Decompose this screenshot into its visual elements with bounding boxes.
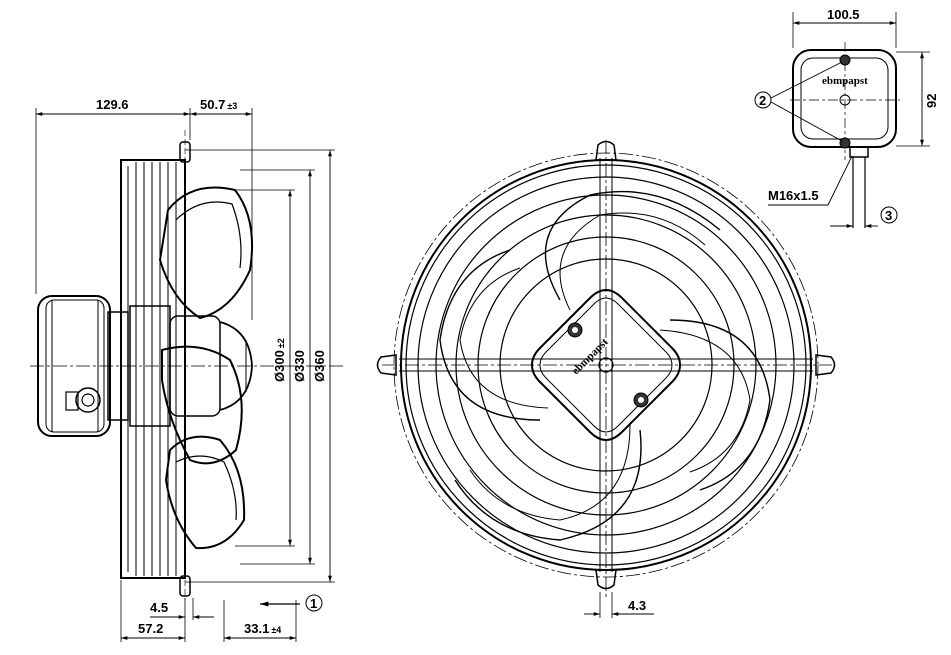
side-view: 129.6 50.7±3 Ø300±2 Ø330 Ø360 4.5 57.2 3… (30, 97, 345, 642)
callout-airflow: 1 (310, 596, 317, 611)
dim-hub-depth: 50.7±3 (200, 97, 237, 112)
callout-screws: 2 (759, 93, 766, 108)
terminal-box-view: ebmpapst 100.5 92 2 M16x1.5 3 (754, 7, 939, 228)
dim-rod-width: 4.3 (628, 598, 646, 613)
gland-thread-label: M16x1.5 (768, 188, 819, 203)
dim-overall-depth: 129.6 (96, 97, 129, 112)
dim-outer-diameter: Ø360 (312, 350, 327, 382)
brand-label-box: ebmpapst (822, 75, 868, 87)
callout-cable: 3 (885, 208, 892, 223)
dim-flange-offset: 4.5 (150, 600, 168, 615)
fan-blades-front (439, 190, 771, 541)
dim-rear-depth: 57.2 (138, 621, 163, 636)
dim-box-width: 100.5 (827, 7, 860, 22)
front-view: ebmpapst 4.3 (376, 140, 836, 618)
dim-front-depth: 33.1±4 (244, 621, 281, 636)
guard-spokes (399, 158, 813, 572)
dim-impeller-diameter: Ø300±2 (272, 338, 287, 382)
fan-hub-side (129, 305, 253, 427)
fan-blades-side (158, 186, 254, 550)
dim-box-height: 92 (924, 94, 939, 108)
guard-ring-side (120, 130, 191, 600)
dim-mid-diameter: Ø330 (292, 350, 307, 382)
guard-rings (400, 159, 812, 571)
